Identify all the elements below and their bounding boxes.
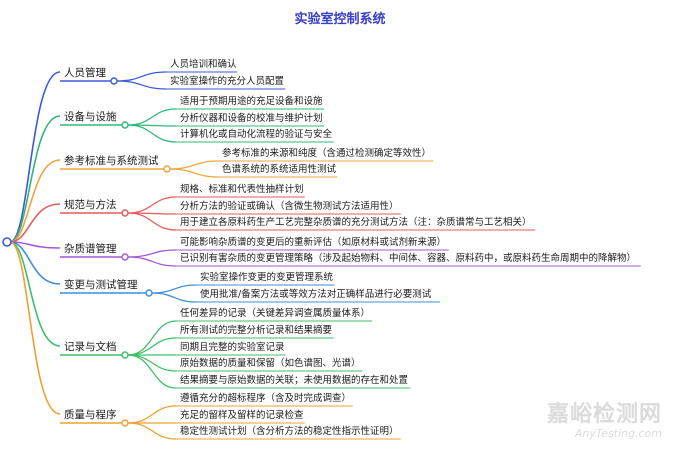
- leaf-item: 已识别有害杂质的变更管理策略（涉及起始物料、中间体、容器、原料药中，或原料药生命…: [180, 253, 637, 264]
- leaf-item: 规格、标准和代表性抽样计划: [180, 184, 304, 195]
- leaf-item: 稳定性测试计划（含分析方法的稳定性指示性证明）: [180, 426, 399, 437]
- leaf-connector: [127, 249, 177, 258]
- leaf-connector: [127, 124, 177, 143]
- branch-node: [121, 209, 129, 217]
- leaf-connector: [151, 292, 197, 303]
- branch-connector: [9, 159, 61, 243]
- leaf-connector: [116, 80, 167, 90]
- leaf-connector: [151, 284, 197, 294]
- branch-connector: [9, 203, 61, 243]
- page-title: 实验室控制系统: [294, 12, 386, 27]
- leaf-connector: [127, 196, 177, 214]
- branch-connector: [9, 71, 61, 243]
- branch-node: [163, 165, 171, 173]
- leaf-item: 计算机化或自动化流程的验证与安全: [180, 129, 333, 140]
- branch-label: 人员管理: [64, 67, 106, 79]
- branch-connector: [9, 115, 61, 243]
- branch-node: [145, 289, 153, 297]
- leaf-connector: [116, 71, 167, 82]
- branch-node: [110, 77, 118, 85]
- branch-label: 记录与文档: [64, 341, 117, 353]
- branch-label: 设备与设施: [64, 111, 117, 123]
- branch-label: 变更与测试管理: [64, 279, 138, 291]
- leaf-connector: [127, 212, 177, 231]
- leaf-item: 用于建立各原料药生产工艺完整杂质谱的充分测试方法（注：杂质谱常与工艺相关）: [180, 217, 532, 228]
- branch-label: 质量与程序: [64, 409, 117, 421]
- leaf-connector: [127, 405, 177, 424]
- leaf-item: 可能影响杂质谱的变更后的重新评估（如原材料或试剂新来源）: [180, 237, 447, 248]
- leaf-connector: [169, 168, 219, 178]
- branch-node: [121, 351, 129, 359]
- watermark-cn: 嘉峪检测网: [546, 402, 662, 427]
- leaf-item: 充足的留样及留样的记录检查: [180, 410, 304, 421]
- branch-connector: [9, 241, 61, 285]
- watermark-en: AnyTesting.com: [574, 427, 662, 440]
- leaf-item: 结果摘要与原始数据的关联；未使用数据的存在和处置: [180, 375, 409, 386]
- leaf-connector: [127, 337, 177, 356]
- leaf-item: 实验室操作变更的变更管理系统: [200, 272, 334, 283]
- leaf-item: 遵循充分的超标程序（含及时完成调查）: [180, 393, 352, 404]
- leaf-item: 分析仪器和设备的校准与维护计划: [180, 113, 323, 124]
- leaf-item: 参考标准的来源和纯度（含通过检测确定等效性）: [222, 148, 432, 159]
- branch-label: 参考标准与系统测试: [64, 155, 159, 167]
- leaf-item: 使用批准/备案方法或等效方法对正确样品进行必要测试: [200, 289, 432, 300]
- branch-node: [121, 253, 129, 261]
- watermark-logo: 嘉峪检测网 AnyTesting.com: [547, 402, 662, 440]
- leaf-connector: [127, 422, 177, 440]
- leaf-item: 原始数据的质量和保留（如色谱图、光谱）: [180, 358, 361, 369]
- leaf-item: 分析方法的验证或确认（含微生物测试方法适用性）: [180, 201, 399, 212]
- leaf-item: 实验室操作的充分人员配置: [170, 76, 285, 87]
- branch-connector: [9, 241, 61, 347]
- branch-node: [121, 121, 129, 129]
- leaf-connector: [127, 354, 177, 389]
- branch-connector: [9, 241, 61, 415]
- leaf-connector: [127, 108, 177, 126]
- root-node: [2, 237, 12, 247]
- leaf-item: 所有测试的完整分析记录和结果摘要: [180, 325, 333, 336]
- leaf-item: 人员培训和确认: [170, 59, 237, 70]
- branch-label: 规范与方法: [64, 199, 117, 211]
- leaf-item: 同期且完整的实验室记录: [180, 342, 285, 353]
- branch-label: 杂质谱管理: [64, 243, 117, 255]
- leaf-item: 色谱系统的系统适用性测试: [222, 164, 337, 175]
- branch-node: [121, 419, 129, 427]
- leaf-item: 任何差异的记录（关键差异调查属质量体系）: [180, 308, 371, 319]
- leaf-connector: [127, 256, 177, 267]
- leaf-connector: [169, 160, 219, 170]
- leaf-connector: [127, 354, 177, 372]
- leaf-item: 适用于预期用途的充足设备和设施: [180, 96, 323, 107]
